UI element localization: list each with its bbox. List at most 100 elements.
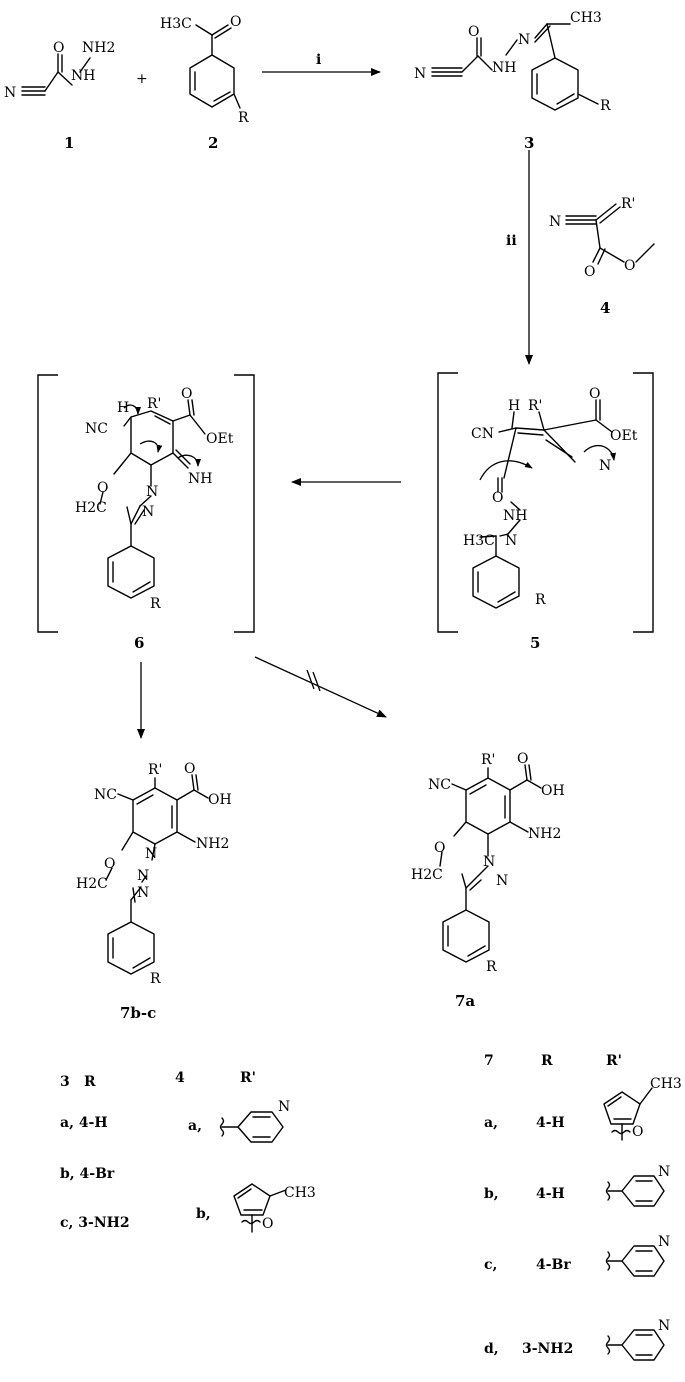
c7a-label-nc: NC bbox=[428, 777, 451, 793]
c5-label-oet: OEt bbox=[610, 428, 638, 444]
table4-row-b-key: b, bbox=[196, 1206, 211, 1222]
c5-label-h3c: H3C bbox=[463, 533, 495, 549]
c2-label-r: R bbox=[238, 110, 249, 126]
table7-header-r: R bbox=[541, 1053, 553, 1069]
c5-label-nh: NH bbox=[503, 508, 527, 524]
table4-header-number: 4 bbox=[175, 1070, 185, 1086]
table4-row-a-key: a, bbox=[188, 1118, 202, 1134]
methylfuran-substituent: CH3 O bbox=[233, 1183, 316, 1233]
plus-sign: + bbox=[136, 71, 148, 87]
c6-label-h2c: H2C bbox=[75, 500, 107, 516]
table3-row-b: b, 4-Br bbox=[60, 1166, 115, 1182]
compound-number-1: 1 bbox=[64, 134, 74, 152]
c5-label-o-amide: O bbox=[492, 490, 503, 506]
c1-label-n: N bbox=[4, 85, 16, 101]
compound-5: H R' O CN OEt N O NH N H3C R 5 bbox=[437, 372, 654, 652]
t7-furan-label-ch3: CH3 bbox=[650, 1076, 682, 1092]
c6-label-nh: NH bbox=[188, 471, 212, 487]
c6-label-n-ring: N bbox=[146, 484, 158, 500]
c7bc-label-r: R bbox=[150, 971, 161, 987]
t7-row-c-label-n: N bbox=[658, 1234, 670, 1250]
c6-label-oet: OEt bbox=[206, 431, 234, 447]
table7-row-b-r: 4-H bbox=[536, 1186, 565, 1202]
compound-2: H3C O R 2 bbox=[160, 14, 249, 152]
table-3: 3 R a, 4-H b, 4-Br c, 3-NH2 bbox=[60, 1074, 130, 1231]
c5-label-o-carbonyl: O bbox=[589, 386, 600, 402]
c4-label-n: N bbox=[549, 214, 561, 230]
table-4: 4 R' a, N b, CH3 O bbox=[175, 1070, 316, 1233]
compound-number-7bc: 7b-c bbox=[120, 1004, 156, 1022]
c7bc-label-nc: NC bbox=[94, 787, 117, 803]
c7a-label-h2c: H2C bbox=[411, 867, 443, 883]
c7bc-label-o: O bbox=[184, 761, 195, 777]
compound-number-5: 5 bbox=[530, 634, 540, 652]
c3-label-nh: NH bbox=[492, 60, 516, 76]
c7bc-label-n-amino: N bbox=[137, 868, 149, 884]
c5-label-rprime: R' bbox=[528, 398, 542, 414]
c7a-label-n-ring: N bbox=[483, 854, 495, 870]
table3-header-number: 3 bbox=[60, 1074, 70, 1090]
c7bc-label-rprime: R' bbox=[148, 762, 162, 778]
table7-row-b-key: b, bbox=[484, 1186, 499, 1202]
c4-label-o-carbonyl: O bbox=[584, 264, 595, 280]
c7a-label-nh2: NH2 bbox=[528, 826, 561, 842]
c1-label-nh2: NH2 bbox=[82, 40, 115, 56]
compound-7bc: R' O NC OH N NH2 O H2C N N R 7b-c bbox=[76, 761, 232, 1022]
table7-header-number: 7 bbox=[484, 1053, 494, 1069]
compound-1: N O NH NH2 1 bbox=[4, 40, 115, 152]
c5-label-h: H bbox=[508, 398, 520, 414]
c6-label-o-carbonyl: O bbox=[181, 386, 192, 402]
c4-label-o-ester: O bbox=[624, 258, 635, 274]
c5-label-r: R bbox=[535, 592, 546, 608]
c3-label-ch3: CH3 bbox=[570, 10, 602, 26]
c3-label-r: R bbox=[600, 98, 611, 114]
t7-row-d-label-n: N bbox=[658, 1318, 670, 1334]
c2-label-h3c: H3C bbox=[160, 16, 192, 32]
reagent-ii: ii bbox=[506, 233, 517, 249]
c5-label-n-nitrile: N bbox=[599, 458, 611, 474]
reaction-arrow-6-to-7a-blocked bbox=[254, 656, 387, 718]
table7-row-c-key: c, bbox=[484, 1257, 497, 1273]
table7-row-c-r: 4-Br bbox=[536, 1257, 571, 1273]
table-7: 7 R R' a, 4-H CH3 O b, 4-H N c, 4-Br bbox=[484, 1053, 682, 1361]
table3-header-r: R bbox=[84, 1074, 96, 1090]
methylfuran-label-o: O bbox=[262, 1216, 273, 1232]
c7bc-label-n-imine: N bbox=[137, 885, 149, 901]
pyridyl-substituent: N bbox=[219, 1099, 290, 1143]
c6-label-rprime: R' bbox=[147, 396, 161, 412]
compound-number-7a: 7a bbox=[455, 992, 475, 1010]
table3-row-a: a, 4-H bbox=[60, 1115, 108, 1131]
c7bc-label-nh2: NH2 bbox=[196, 836, 229, 852]
compound-6: H R' O NC OEt NH N O N H2C R 6 bbox=[37, 374, 255, 652]
c1-label-o: O bbox=[53, 40, 64, 56]
c7bc-label-oh: OH bbox=[208, 792, 232, 808]
table7-row-a-r: 4-H bbox=[536, 1115, 565, 1131]
c6-label-o-ring: O bbox=[97, 480, 108, 496]
c1-label-nh: NH bbox=[71, 68, 95, 84]
c7bc-label-n-ring: N bbox=[145, 846, 157, 862]
compound-number-2: 2 bbox=[208, 134, 218, 152]
table7-row-b-pyridine: N bbox=[605, 1164, 670, 1207]
c7a-label-r: R bbox=[486, 959, 497, 975]
c7a-label-n-imine: N bbox=[496, 873, 508, 889]
c5-label-cn: CN bbox=[471, 426, 494, 442]
c6-label-r: R bbox=[150, 596, 161, 612]
c3-label-n-imine: N bbox=[518, 32, 530, 48]
blocked-mark-1 bbox=[306, 669, 315, 690]
t7-row-b-label-n: N bbox=[658, 1164, 670, 1180]
compound-4: R' N O O 4 bbox=[549, 196, 655, 317]
table3-row-c: c, 3-NH2 bbox=[60, 1215, 130, 1231]
c3-label-n-nitrile: N bbox=[414, 66, 426, 82]
table4-header-rprime: R' bbox=[240, 1070, 256, 1086]
c7bc-label-h2c: H2C bbox=[76, 876, 108, 892]
methylfuran-label-ch3: CH3 bbox=[284, 1185, 316, 1201]
c6-label-h: H bbox=[117, 400, 129, 416]
c7a-label-rprime: R' bbox=[481, 752, 495, 768]
c2-label-o: O bbox=[230, 14, 241, 30]
c7a-label-o-ring: O bbox=[434, 840, 445, 856]
c4-label-rprime: R' bbox=[621, 196, 635, 212]
reagent-i: i bbox=[316, 52, 321, 68]
c7a-label-oh: OH bbox=[541, 783, 565, 799]
table7-header-rprime: R' bbox=[606, 1053, 622, 1069]
